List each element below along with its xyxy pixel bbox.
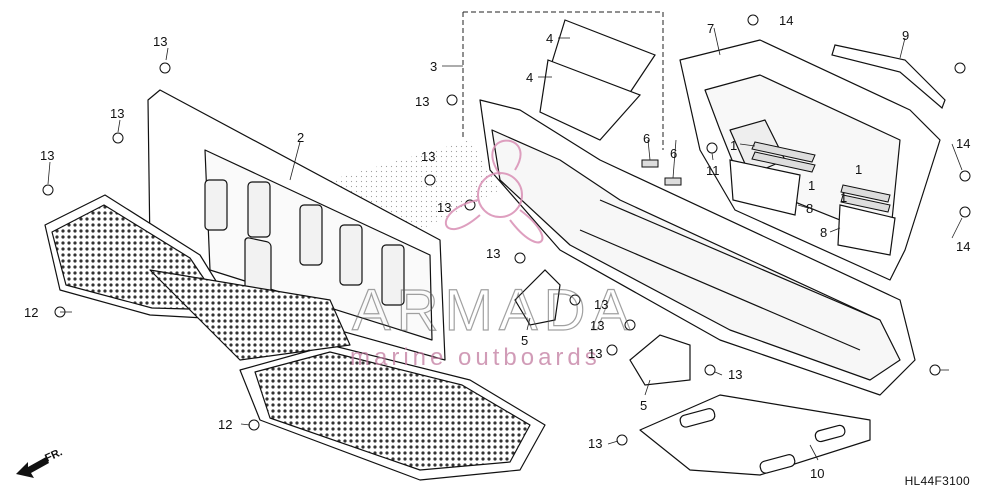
callout-1: 1 — [855, 162, 862, 177]
callout-13: 13 — [594, 297, 608, 312]
callout-4: 4 — [526, 70, 533, 85]
callout-1: 1 — [730, 138, 737, 153]
bracket-part-5 — [514, 269, 691, 386]
callout-13: 13 — [590, 318, 604, 333]
fasteners — [42, 14, 971, 446]
callout-10: 10 — [810, 466, 824, 481]
leader-lines — [47, 27, 963, 461]
rear-tray — [479, 99, 916, 396]
callout-13: 13 — [415, 94, 429, 109]
callout-13: 13 — [40, 148, 54, 163]
callout-9: 9 — [902, 28, 909, 43]
callout-5: 5 — [521, 333, 528, 348]
callout-3: 3 — [430, 59, 437, 74]
callout-13: 13 — [486, 246, 500, 261]
callout-13: 13 — [728, 367, 742, 382]
cover-plate-part-10 — [639, 394, 871, 476]
callouts: 1 1 1 1 2 3 4 4 5 5 6 6 7 8 8 9 10 11 12… — [24, 13, 970, 481]
callout-2: 2 — [297, 130, 304, 145]
strip-part-6 — [641, 159, 682, 186]
pad-part-4 — [539, 19, 656, 141]
watermark-title: ARMADA — [352, 278, 636, 343]
watermark: ARMADA marine outboards — [350, 139, 636, 371]
front-label: FR. — [43, 446, 64, 464]
callout-12: 12 — [24, 305, 38, 320]
callout-13: 13 — [421, 149, 435, 164]
callout-11: 11 — [706, 163, 720, 178]
front-arrow-icon — [16, 457, 49, 478]
callout-14: 14 — [779, 13, 793, 28]
callout-8: 8 — [806, 201, 813, 216]
callout-4: 4 — [546, 31, 553, 46]
callout-14: 14 — [956, 136, 970, 151]
callout-7: 7 — [707, 21, 714, 36]
callout-8: 8 — [820, 225, 827, 240]
callout-14: 14 — [956, 239, 970, 254]
callout-6: 6 — [670, 146, 677, 161]
strip-part-1 — [751, 141, 891, 213]
pad-part-8 — [729, 159, 896, 256]
callout-1: 1 — [840, 190, 847, 205]
callout-13: 13 — [588, 436, 602, 451]
callout-13: 13 — [110, 106, 124, 121]
part-3-group-box — [462, 11, 664, 150]
callout-1: 1 — [808, 178, 815, 193]
callout-6: 6 — [643, 131, 650, 146]
callout-13: 13 — [153, 34, 167, 49]
watermark-subtitle: marine outboards — [350, 344, 601, 371]
diagram-part-code: HL44F3100 — [904, 474, 970, 488]
callout-13: 13 — [588, 346, 602, 361]
callout-12: 12 — [218, 417, 232, 432]
callout-5: 5 — [640, 398, 647, 413]
floor-panel-part-2 — [44, 89, 546, 481]
front-direction-indicator: FR. — [16, 446, 64, 478]
watermark-logo — [445, 139, 544, 244]
callout-13: 13 — [437, 200, 451, 215]
bracket-part-9 — [831, 44, 946, 110]
